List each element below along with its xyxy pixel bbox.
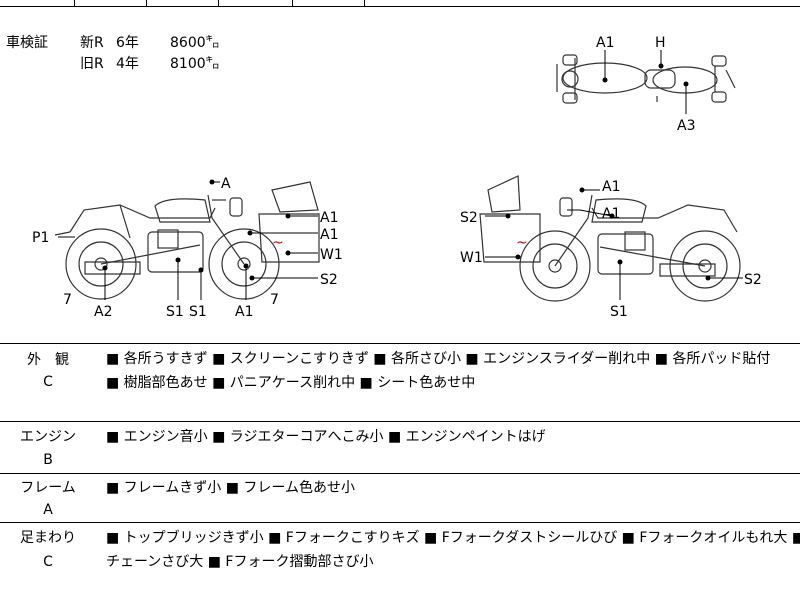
section-exterior-line: ■ 樹脂部色あせ ■ パニアケース削れ中 ■ シート色あせ中 — [106, 375, 476, 391]
top-table-divider — [146, 0, 147, 6]
right-side-motorcycle-drawing — [479, 175, 741, 302]
right-W1-label: W1 — [460, 250, 483, 266]
left-S1b-point — [198, 267, 204, 273]
svg-text:~: ~ — [516, 235, 528, 251]
top-H-label: H — [655, 35, 666, 51]
left-A2-point — [102, 265, 108, 271]
right-A1-label: A1 — [602, 179, 620, 195]
left-A1b-point — [247, 230, 253, 236]
section-suspension-items: ■ トップブリッジきず小 ■ Fフォークこすりキズ ■ Fフォークダストシールひ… — [106, 526, 800, 574]
right-A1-point — [579, 187, 585, 193]
left-S1b-label: S1 — [189, 304, 207, 320]
section-suspension-line: ■ トップブリッジきず小 ■ Fフォークこすりキズ ■ Fフォークダストシールひ… — [106, 530, 800, 546]
left-A1a-point — [285, 213, 291, 219]
right-S1-label: S1 — [610, 304, 628, 320]
left-S1a-point — [175, 257, 181, 263]
registration-label: 車検証 — [6, 35, 48, 51]
table-top-border — [0, 343, 800, 344]
top-A3-label: A3 — [677, 118, 695, 134]
right-A1b-label: A1 — [602, 206, 620, 222]
registration-old-years: 4年 — [116, 56, 139, 72]
section-frame-grade: A — [43, 502, 53, 518]
section-engine-line: ■ エンジン音小 ■ ラジエターコアへこみ小 ■ エンジンペイントはげ — [106, 429, 546, 445]
section-frame-name: フレーム — [20, 480, 76, 496]
left-W1-point — [285, 250, 291, 256]
section-exterior-line: ■ 各所うすきず ■ スクリーンこすりきず ■ 各所さび小 ■ エンジンスライダ… — [106, 351, 771, 367]
svg-text:~: ~ — [272, 235, 284, 251]
left-S2-label: S2 — [320, 272, 338, 288]
top-view-motorcycle-drawing — [556, 54, 736, 104]
section-suspension-name: 足まわり — [20, 530, 76, 546]
left-A1b-label: A1 — [320, 227, 338, 243]
left-W1-label: W1 — [320, 247, 343, 263]
section-engine-items: ■ エンジン音小 ■ ラジエターコアへこみ小 ■ エンジンペイントはげ — [106, 425, 546, 449]
table-row-border — [0, 473, 800, 474]
registration-new-km: 8600㌔ — [170, 35, 220, 51]
registration-new-years: 6年 — [116, 35, 139, 51]
table-row-border — [0, 522, 800, 523]
top-table-divider — [364, 0, 365, 6]
left-7b-label: 7 — [270, 292, 279, 308]
section-frame-items: ■ フレームきず小 ■ フレーム色あせ小 — [106, 476, 355, 500]
section-engine-grade: B — [43, 452, 53, 468]
left-A1c-point — [243, 263, 249, 269]
right-S2a-label: S2 — [460, 210, 478, 226]
left-A-point — [209, 179, 215, 185]
left-A1a-label: A1 — [320, 210, 338, 226]
right-W1-point — [515, 254, 521, 260]
left-A1c-label: A1 — [235, 304, 253, 320]
top-A3-point — [683, 81, 689, 87]
left-A2-label: A2 — [94, 304, 112, 320]
top-A1-label: A1 — [596, 35, 614, 51]
section-suspension-line: チェーンさび大 ■ Fフォーク摺動部さび小 — [106, 554, 374, 570]
top-table-border — [0, 6, 800, 7]
left-P1-label: P1 — [32, 230, 49, 246]
top-A1-point — [602, 77, 608, 83]
right-S2a-point — [505, 213, 511, 219]
registration-new-kind: 新R — [80, 35, 104, 51]
section-exterior-name: 外 観 — [27, 352, 69, 368]
left-A-label: A — [221, 176, 231, 192]
right-S2b-label: S2 — [744, 272, 762, 288]
section-suspension-grade: C — [43, 554, 53, 570]
top-H-point — [658, 63, 664, 69]
section-frame-line: ■ フレームきず小 ■ フレーム色あせ小 — [106, 480, 355, 496]
section-exterior-items: ■ 各所うすきず ■ スクリーンこすりきず ■ 各所さび小 ■ エンジンスライダ… — [106, 347, 770, 395]
left-7a-label: 7 — [63, 292, 72, 308]
section-exterior-grade: C — [43, 374, 53, 390]
top-table-divider — [292, 0, 293, 6]
top-table-divider — [218, 0, 219, 6]
left-S1a-label: S1 — [166, 304, 184, 320]
right-S1-point — [617, 259, 623, 265]
registration-old-km: 8100㌔ — [170, 56, 220, 72]
top-table-divider — [74, 0, 75, 6]
left-side-motorcycle-drawing — [54, 181, 320, 300]
table-row-border — [0, 421, 800, 422]
motorcycle-damage-diagram: A1 H A3 — [32, 35, 762, 320]
left-S2-point — [249, 275, 255, 281]
registration-old-kind: 旧R — [80, 56, 104, 72]
section-engine-name: エンジン — [20, 429, 76, 445]
right-S2b-point — [705, 275, 711, 281]
